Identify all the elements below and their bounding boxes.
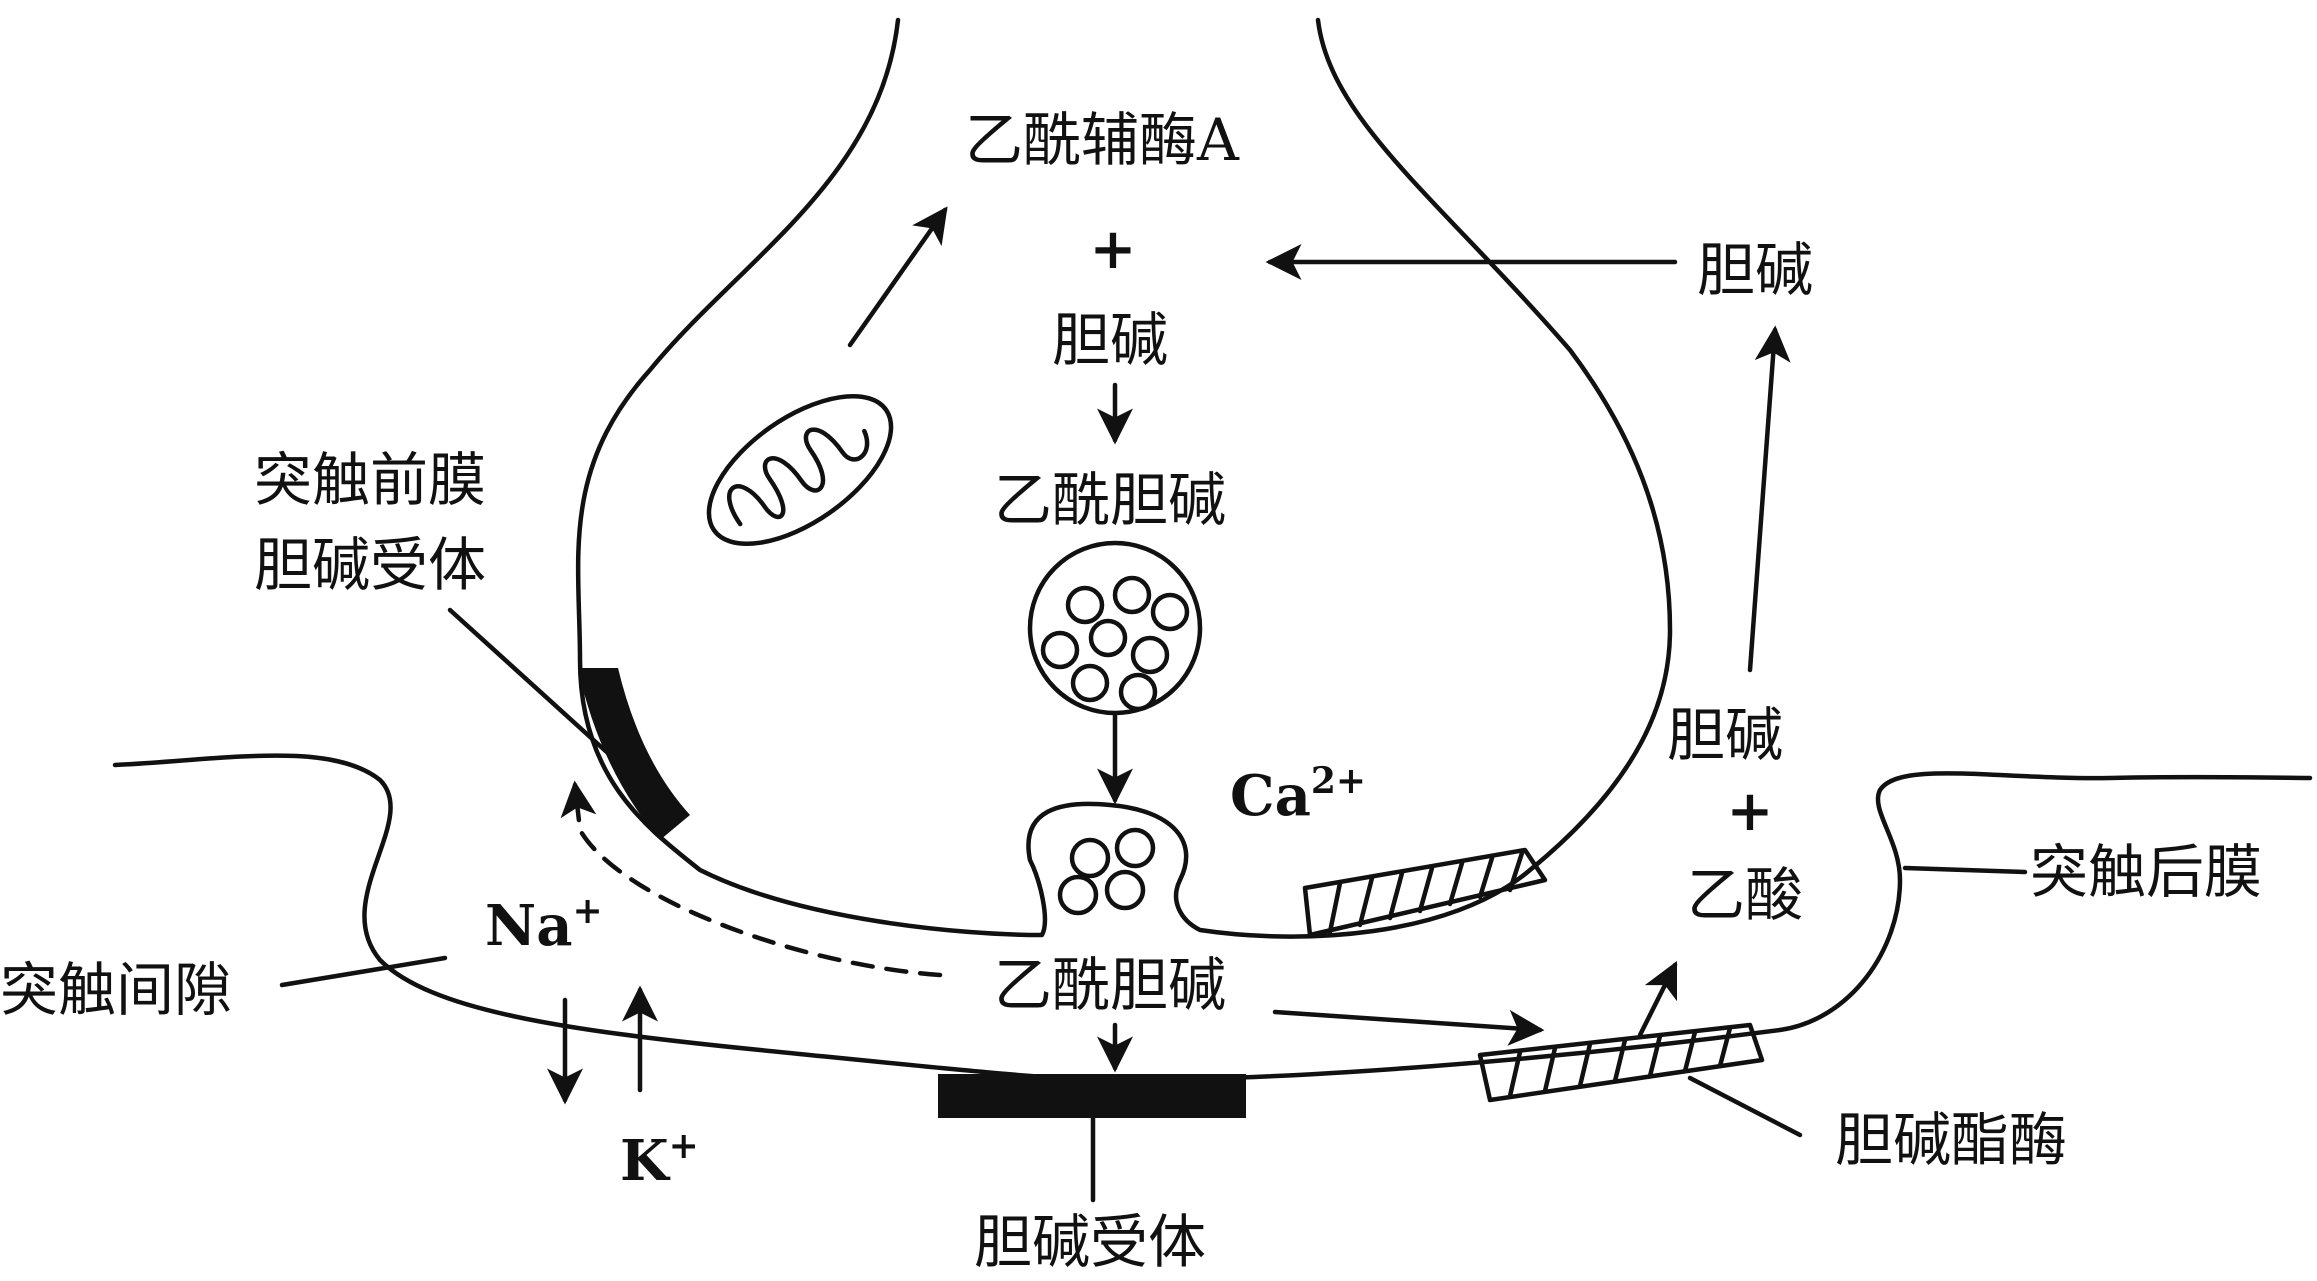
leader-synaptic-cleft: [279, 955, 448, 988]
label-synaptic-cleft: 突触间隙: [0, 956, 232, 1024]
postsynaptic-membrane-outline: [112, 753, 2313, 1083]
arrow-ach-feedback-dashed: [560, 780, 943, 978]
label-cholinesterase: 胆碱酯酶: [1835, 1106, 2067, 1174]
label-postsynaptic-membrane: 突触后膜: [2030, 838, 2262, 906]
leader-postsyn-membrane: [1902, 865, 2028, 875]
label-sodium: Na+: [485, 890, 603, 959]
leader-cholinesterase: [1687, 1075, 1803, 1138]
label-plus-right: +: [1727, 778, 1774, 844]
label-acetylcholine-synth: 乙酰胆碱: [994, 466, 1226, 534]
sodium-symbol: Na: [485, 893, 572, 959]
label-choline-mid: 胆碱: [1052, 306, 1168, 374]
label-acetylcholine-cleft: 乙酰胆碱: [994, 951, 1226, 1019]
arrow-mito-to-acetylcoa: [847, 206, 948, 348]
calcium-charge: 2+: [1311, 760, 1366, 802]
arrow-choline-up: [1747, 325, 1791, 673]
leader-presyn-receptor: [447, 607, 613, 758]
postsynaptic-receptor-bar: [938, 1074, 1246, 1118]
label-choline-right-top: 胆碱: [1697, 236, 1813, 304]
label-plus-top: +: [1090, 216, 1137, 282]
label-presyn-receptor-line1: 突触前膜: [254, 446, 486, 514]
arrow-enzyme-to-products: [1637, 960, 1678, 1038]
sodium-charge: +: [572, 890, 602, 932]
label-acetyl-coa: 乙酰辅酶A: [965, 106, 1240, 174]
label-acetic-acid: 乙酸: [1687, 861, 1803, 929]
potassium-symbol: K: [620, 1128, 671, 1194]
label-choline-right: 胆碱: [1667, 701, 1783, 769]
presynaptic-receptor-bar: [578, 668, 690, 840]
label-choline-receptor: 胆碱受体: [974, 1208, 1206, 1276]
synaptic-vesicle: [1027, 540, 1203, 716]
potassium-charge: +: [669, 1125, 699, 1167]
cholinesterase-enzyme: [1477, 1022, 1765, 1103]
mitochondrion: [706, 393, 894, 547]
calcium-symbol: Ca: [1230, 763, 1311, 829]
label-potassium: K+: [620, 1125, 699, 1194]
fusing-vesicle-contents: [1057, 827, 1156, 916]
arrow-ach-to-cholinesterase: [1272, 1009, 1545, 1046]
choline-transporter: [1302, 847, 1548, 938]
label-calcium: Ca2+: [1230, 760, 1366, 829]
presynaptic-terminal-outline: [575, 17, 1673, 939]
label-presyn-receptor-line2: 胆碱受体: [254, 531, 486, 599]
